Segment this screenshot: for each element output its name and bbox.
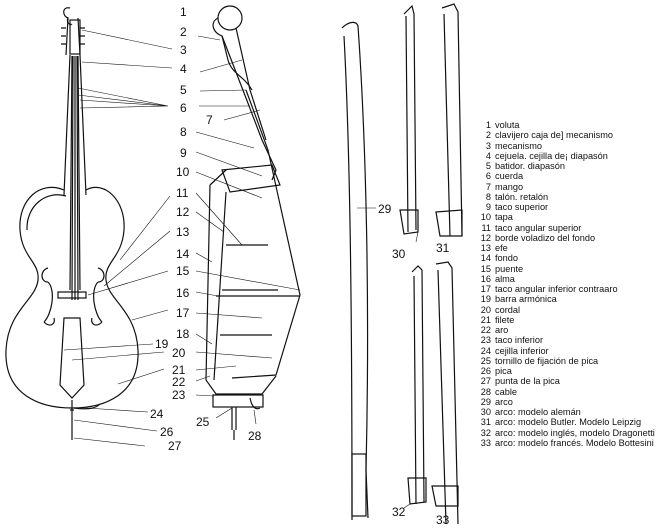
callout-21: 21 [172, 363, 186, 377]
callout-15: 15 [176, 264, 190, 278]
callout-30: 30 [392, 247, 406, 261]
callout-labels: 1 2 3 4 5 6 7 8 9 10 11 12 13 14 15 16 1… [150, 5, 450, 527]
callout-11: 11 [176, 186, 189, 200]
callout-16: 16 [176, 286, 190, 300]
callout-7: 7 [206, 113, 213, 127]
callout-20: 20 [172, 346, 186, 360]
section-leaders [195, 35, 301, 425]
callout-23: 23 [172, 388, 186, 402]
callout-5: 5 [180, 83, 187, 97]
callout-6: 6 [180, 101, 187, 115]
callout-12: 12 [176, 205, 190, 219]
bass-front-view [5, 7, 139, 440]
bow-29 [341, 21, 376, 521]
callout-32: 32 [392, 505, 406, 519]
callout-28: 28 [248, 429, 262, 443]
callout-25: 25 [196, 415, 210, 429]
callout-22: 22 [172, 375, 186, 389]
callout-2: 2 [180, 25, 187, 39]
callout-10: 10 [176, 165, 190, 179]
callout-31: 31 [436, 241, 450, 255]
callout-19: 19 [155, 337, 169, 351]
callout-4: 4 [180, 62, 187, 76]
callout-3: 3 [180, 43, 187, 57]
bow-30 [399, 4, 419, 243]
callout-13: 13 [176, 225, 190, 239]
callout-33: 33 [436, 513, 450, 527]
callout-24: 24 [150, 407, 164, 421]
bow-32 [403, 265, 427, 509]
callout-1: 1 [180, 5, 187, 19]
callout-26: 26 [160, 425, 174, 439]
callout-9: 9 [180, 146, 187, 160]
callout-14: 14 [176, 247, 190, 261]
bow-31 [435, 3, 463, 237]
callout-8: 8 [180, 125, 187, 139]
front-leaders [63, 29, 173, 447]
callout-17: 17 [176, 306, 190, 320]
callout-18: 18 [176, 327, 190, 341]
callout-27: 27 [168, 439, 182, 453]
bow-33 [431, 261, 459, 525]
callout-29: 29 [378, 202, 392, 216]
bass-side-section [205, 5, 301, 440]
